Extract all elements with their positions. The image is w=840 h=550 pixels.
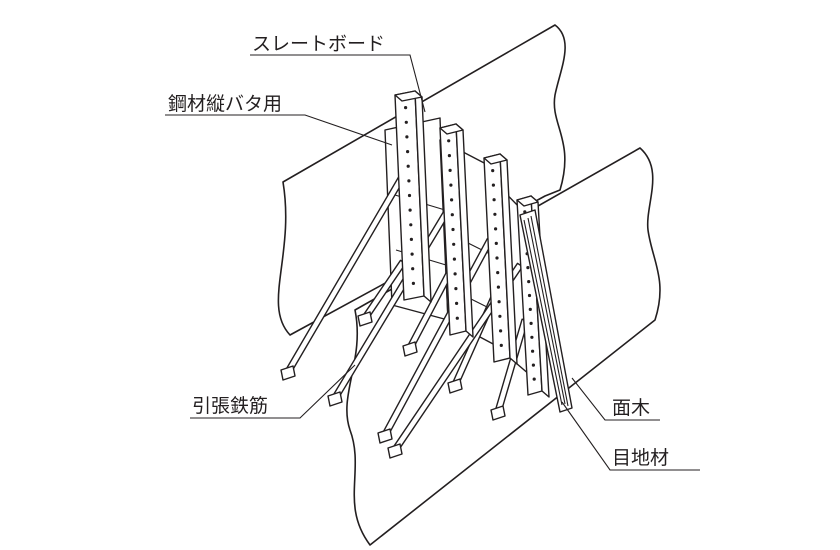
post-hole — [494, 227, 498, 231]
post-hole — [447, 154, 451, 158]
post-hole — [453, 272, 457, 276]
post-hole — [530, 335, 534, 339]
leader-tension-rebar — [190, 364, 356, 419]
post-hole — [492, 198, 496, 202]
rebar-foot-plate — [402, 341, 418, 357]
rebar-foot-plate — [387, 443, 403, 459]
rebar-foot-plate — [280, 365, 296, 381]
post-hole — [410, 252, 414, 256]
rebar-foot-plate — [357, 311, 373, 327]
post-hole — [404, 106, 408, 110]
post-hole — [409, 223, 413, 227]
post-hole — [495, 256, 499, 260]
label-joint-material: 目地材 — [612, 447, 669, 469]
label-steel-batten: 鋼材縦バタ用 — [168, 93, 282, 115]
post-hole — [455, 316, 459, 320]
rebar-foot-plate — [490, 405, 506, 421]
post-hole — [532, 377, 536, 381]
leader-steel-batten — [165, 114, 393, 146]
post-cap — [394, 90, 423, 102]
post-hole — [408, 208, 412, 212]
steel-batten-posts — [394, 90, 550, 398]
rebar-foot-plate — [447, 378, 463, 394]
post-hole — [450, 213, 454, 217]
post-hole — [447, 139, 451, 143]
post-hole — [450, 198, 454, 202]
post-hole — [407, 193, 412, 198]
post-hole — [527, 293, 532, 298]
post-hole — [529, 321, 533, 325]
label-slate-board: スレートボード — [252, 33, 385, 55]
post-hole — [528, 307, 532, 311]
post-hole — [406, 164, 410, 168]
label-face-wood: 面木 — [612, 397, 650, 419]
post-hole — [455, 301, 459, 305]
post-hole — [494, 241, 498, 245]
post-hole — [497, 300, 501, 304]
post-hole — [496, 271, 500, 275]
post-hole — [449, 183, 453, 187]
steel-batten-post — [394, 90, 432, 303]
steel-batten-post — [483, 153, 518, 365]
formwork-assembly — [280, 90, 573, 459]
steel-batten-post — [439, 123, 474, 338]
post-hole — [499, 329, 503, 333]
post-hole — [531, 349, 535, 353]
leader-slate-board — [250, 54, 426, 113]
rebar-foot-plate — [377, 428, 393, 444]
post-hole — [452, 242, 456, 246]
post-hole — [407, 179, 411, 183]
joint-material-hatch — [523, 215, 569, 407]
post-cap — [516, 195, 539, 207]
label-tension-rebar: 引張鉄筋 — [192, 395, 268, 417]
leader-joint-material — [561, 401, 700, 471]
post-hole — [451, 227, 455, 232]
post-hole — [409, 237, 413, 241]
post-cap — [483, 153, 508, 165]
rebar-foot-plate — [327, 391, 343, 407]
leader-face-wood — [571, 377, 660, 421]
post-hole — [411, 281, 415, 285]
post-cap — [439, 123, 464, 135]
post-hole — [406, 150, 410, 154]
tension-rebar-braces — [280, 169, 529, 459]
post-hole — [531, 363, 536, 367]
post-hole — [404, 120, 408, 124]
post-hole — [452, 257, 456, 261]
post-hole — [454, 287, 458, 291]
post-hole — [491, 169, 495, 173]
post-hole — [498, 314, 502, 318]
post-hole — [448, 168, 452, 172]
post-hole — [496, 285, 500, 289]
post-hole — [491, 183, 495, 187]
post-hole — [411, 267, 415, 271]
post-hole — [493, 212, 497, 216]
post-hole — [499, 343, 503, 347]
post-hole — [526, 266, 530, 270]
post-hole — [527, 280, 531, 284]
post-hole — [405, 135, 409, 139]
